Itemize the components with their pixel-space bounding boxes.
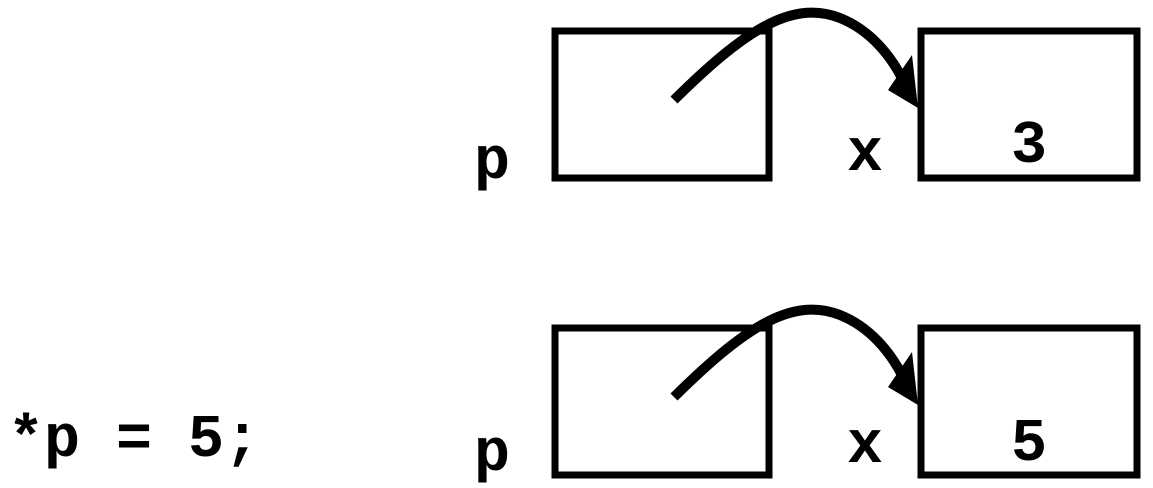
pointer-arrow <box>670 304 907 401</box>
pointer-arrow <box>670 7 907 104</box>
pointer-box <box>551 27 773 182</box>
target-label: x <box>847 121 883 189</box>
target-value: 5 <box>1011 411 1047 479</box>
target-value: 3 <box>1011 113 1047 181</box>
target-box <box>917 324 1141 479</box>
panel-before: p x 3 <box>474 7 1141 197</box>
pointer-box <box>551 324 773 479</box>
arrowhead-icon <box>888 55 918 108</box>
pointer-label: p <box>474 421 510 488</box>
target-box <box>917 27 1141 182</box>
panel-after: *p = 5; p x 5 <box>8 304 1141 488</box>
arrowhead-icon <box>888 352 918 405</box>
target-label: x <box>847 413 883 481</box>
code-statement: *p = 5; <box>8 407 260 475</box>
pointer-label: p <box>474 129 510 197</box>
